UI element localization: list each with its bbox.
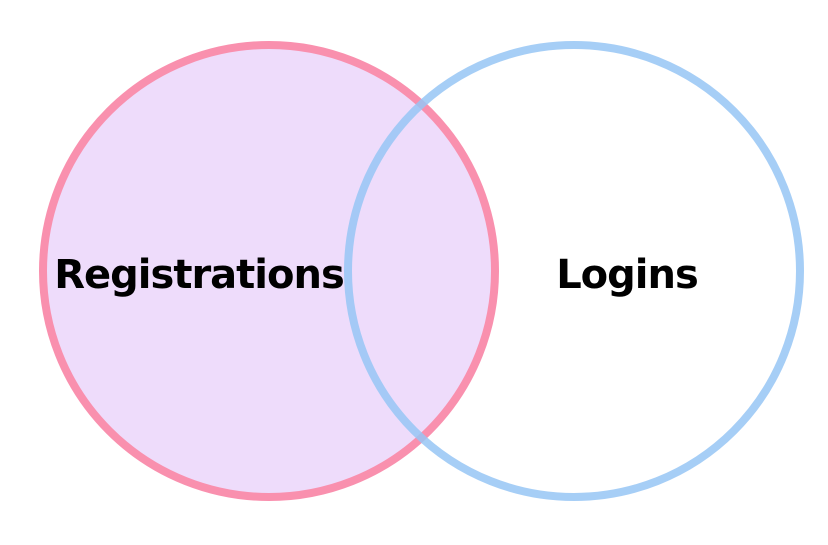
registrations-label: Registrations xyxy=(54,252,344,298)
logins-set-circle xyxy=(344,41,804,501)
registrations-set-circle xyxy=(39,41,499,501)
logins-label: Logins xyxy=(556,252,698,298)
